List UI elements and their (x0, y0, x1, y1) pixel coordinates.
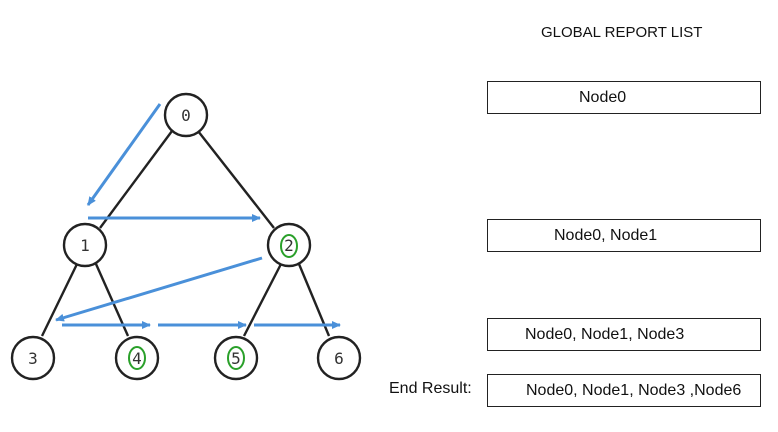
report-list-step-2-text: Node0, Node1 (554, 227, 658, 244)
report-list-title: GLOBAL REPORT LIST (541, 24, 703, 41)
traversal-arrow-to-node-1 (86, 103, 162, 206)
edge-2-5 (242, 263, 283, 337)
tree-node-1: 1 (62, 222, 108, 268)
node-3-label: 3 (28, 349, 38, 368)
edge-0-1 (99, 130, 173, 229)
edge-0-2 (197, 130, 275, 229)
report-list-step-3: Node0, Node1, Node3 (487, 318, 761, 351)
tree-node-4: 4 (114, 335, 160, 381)
report-list-end-result: Node0, Node1, Node3 ,Node6 (487, 374, 761, 407)
node-4-label: 4 (132, 349, 142, 368)
tree-node-2: 2 (266, 222, 312, 268)
tree-node-5: 5 (213, 335, 259, 381)
end-result-label: End Result: (389, 380, 472, 397)
node-0-label: 0 (181, 106, 191, 125)
node-2-label: 2 (284, 236, 294, 255)
report-list-step-1: Node0 (487, 81, 761, 114)
node-5-highlight-ring (227, 346, 245, 370)
report-list-step-3-text: Node0, Node1, Node3 (525, 326, 685, 343)
node-4-highlight-ring (128, 346, 146, 370)
node-1-label: 1 (80, 236, 90, 255)
node-5-label: 5 (231, 349, 241, 368)
report-list-end-result-text: Node0, Node1, Node3 ,Node6 (526, 382, 742, 399)
report-list-step-1-text: Node0 (579, 89, 627, 106)
node-6-label: 6 (334, 349, 344, 368)
report-list-step-2: Node0, Node1 (487, 219, 761, 252)
node-2-highlight-ring (280, 234, 298, 258)
binary-tree-diagram: 0 1 2 3 4 5 (10, 92, 362, 381)
tree-node-3: 3 (10, 335, 56, 381)
tree-node-0: 0 (163, 92, 209, 138)
traversal-arrow-to-node-3 (55, 256, 263, 322)
tree-node-6: 6 (316, 335, 362, 381)
edge-1-3 (40, 263, 79, 337)
